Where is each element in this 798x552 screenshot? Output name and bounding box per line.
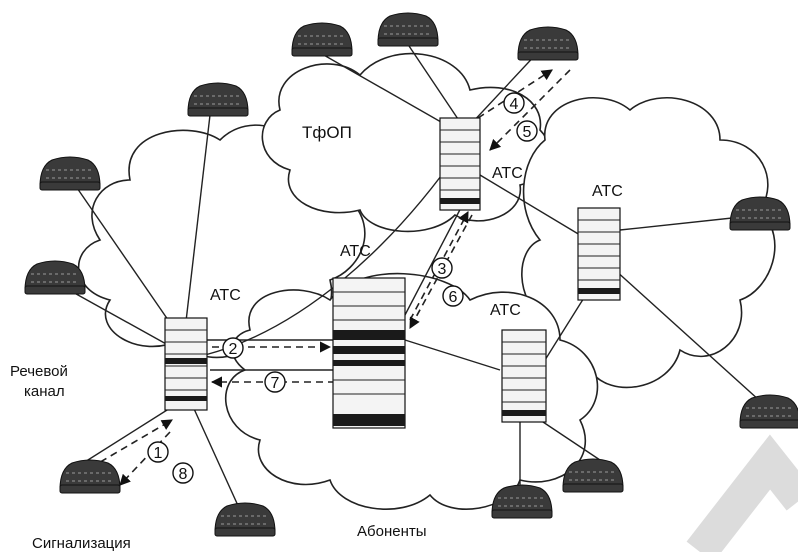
step-1: 1 [154,445,163,462]
phone-icon [188,83,248,116]
step-2: 2 [229,341,238,358]
phone-icon [492,485,552,518]
phone-icon [740,395,798,428]
speech-channel-label-line1: Речевой [10,363,68,380]
phone-icon [40,157,100,190]
step-7: 7 [271,375,280,392]
phone-icon [215,503,275,536]
atc-label-tfop: АТС [492,165,523,182]
phone-icon [25,261,85,294]
signaling-label: Сигнализация [32,535,131,552]
step-8: 8 [179,466,188,483]
atc-switch-left [165,318,207,410]
subscribers-label: Абоненты [357,523,427,540]
cloud-tfop [262,54,549,232]
atc-label-bottom-right: АТС [490,302,521,319]
step-6: 6 [449,289,458,306]
speech-channel-label-line2: канал [24,383,65,400]
tfop-label: ТфОП [302,123,352,142]
phone-icon [378,13,438,46]
atc-label-left: АТС [210,287,241,304]
step-5: 5 [523,124,532,141]
atc-label-center: АТС [340,243,371,260]
step-4: 4 [510,96,519,113]
atc-switch-bottom-right [502,330,546,422]
phone-icon [563,459,623,492]
phone-icon [60,460,120,493]
atc-switch-center [333,278,405,428]
step-3: 3 [438,261,447,278]
phone-icon [518,27,578,60]
watermark-chevron [700,462,798,552]
phone-icon [730,197,790,230]
atc-switch-tfop [440,118,480,210]
phone-icon [292,23,352,56]
atc-label-right: АТС [592,183,623,200]
atc-switch-right [578,208,620,300]
